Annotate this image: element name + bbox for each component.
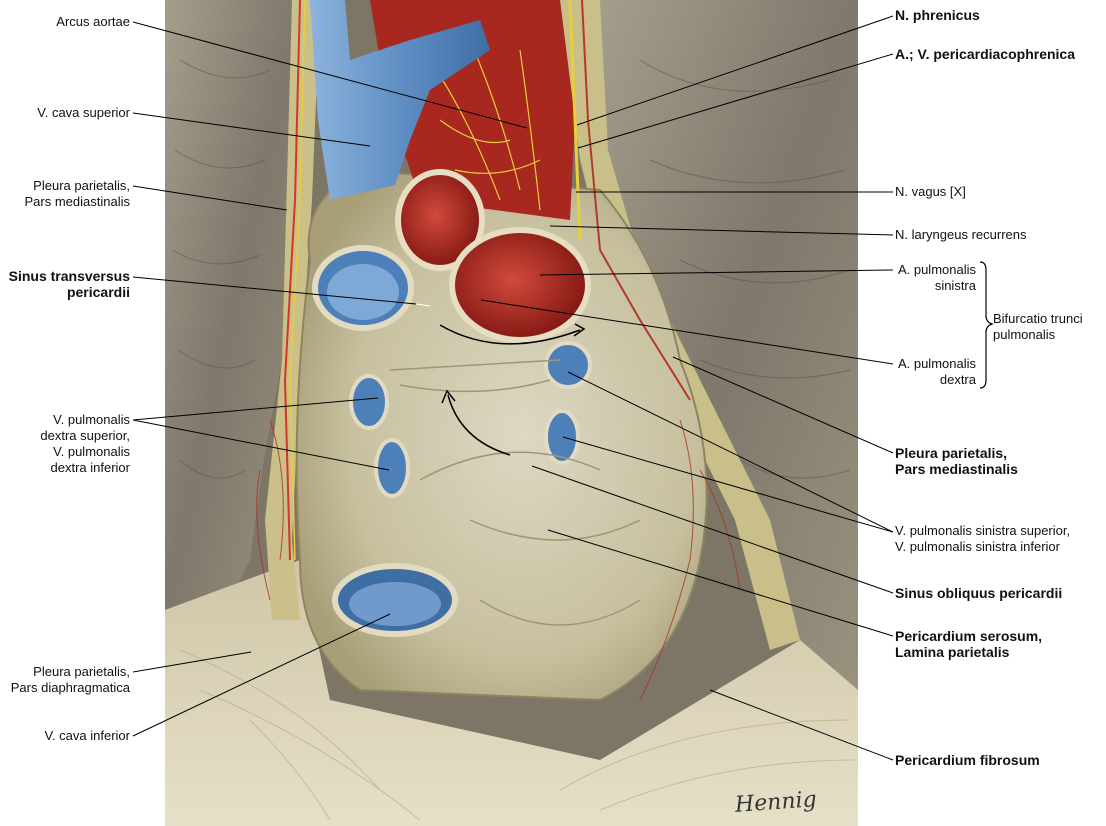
sinus-obliquus-arrow: [447, 394, 511, 456]
leader-lines: [132, 15, 894, 761]
pericardial-vessels: [256, 419, 741, 701]
mediastinal-pleura-left: [265, 0, 320, 620]
left-inferior-pulmonary-vein: [544, 409, 580, 465]
pericardiacophrenic-vessel-right: [581, 0, 691, 401]
label-arcus-aortae: Arcus aortae: [56, 14, 130, 29]
label-a-v-pericardiacophrenica: A.; V. pericardiacophrenica: [895, 46, 1075, 62]
label-v-cava-inferior: V. cava inferior: [44, 728, 130, 743]
label-sinus-transversus: Sinus transversus pericardii: [8, 268, 130, 300]
arrowhead-1: [573, 323, 586, 337]
right-lung-region: [600, 0, 858, 690]
label-v-pulmonalis-sinistra: V. pulmonalis sinistra superior, V. pulm…: [895, 523, 1071, 554]
label-pleura-mediastinalis-right: Pleura parietalis, Pars mediastinalis: [895, 445, 1018, 477]
label-pericardium-serosum: Pericardium serosum, Lamina parietalis: [895, 628, 1043, 660]
label-n-laryngeus-recurrens: N. laryngeus recurrens: [895, 227, 1027, 242]
svc-opening-inner: [327, 264, 399, 320]
label-pericardium-fibrosum: Pericardium fibrosum: [895, 752, 1040, 768]
right-superior-pulmonary-vein: [349, 374, 389, 430]
diaphragm-fibers: [179, 649, 856, 821]
left-superior-pulmonary-vein: [544, 341, 592, 389]
label-n-vagus: N. vagus [X]: [895, 184, 966, 199]
superior-vena-cava: [310, 0, 490, 200]
right-inferior-pulmonary-vein: [374, 438, 410, 498]
label-pleura-mediastinalis-left: Pleura parietalis, Pars mediastinalis: [24, 178, 131, 209]
label-pleura-diaphragmatica: Pleura parietalis, Pars diaphragmatica: [10, 664, 130, 695]
label-bifurcatio-trunci: Bifurcatio trunci pulmonalis: [993, 311, 1083, 342]
label-sinus-obliquus: Sinus obliquus pericardii: [895, 585, 1063, 601]
label-v-pulmonalis-dextra: V. pulmonalis dextra superior, V. pulmon…: [40, 412, 130, 475]
phrenic-nerve-left: [283, 0, 301, 561]
phrenic-nerve-right: [568, 0, 582, 241]
label-a-pulmonalis-dextra: A. pulmonalis dextra: [897, 356, 976, 387]
label-v-cava-superior: V. cava superior: [37, 105, 130, 120]
pericardial-folds: [389, 359, 641, 626]
sinus-transversus-arrow: [439, 324, 581, 345]
phrenic-nerve-left-yellow: [289, 0, 306, 561]
pulmonary-trunk-upper: [395, 169, 485, 271]
diaphragm-region: [165, 560, 858, 826]
label-a-pulmonalis-sinistra: A. pulmonalis sinistra: [897, 262, 976, 293]
bifurcatio-bracket: [979, 261, 994, 389]
left-lung-region: [165, 0, 300, 610]
arrowhead-2: [441, 389, 456, 404]
ivc-opening-inner: [349, 582, 441, 626]
pulmonary-artery-left: [449, 227, 591, 343]
lung-texture: [171, 59, 851, 479]
label-n-phrenicus: N. phrenicus: [895, 7, 980, 23]
